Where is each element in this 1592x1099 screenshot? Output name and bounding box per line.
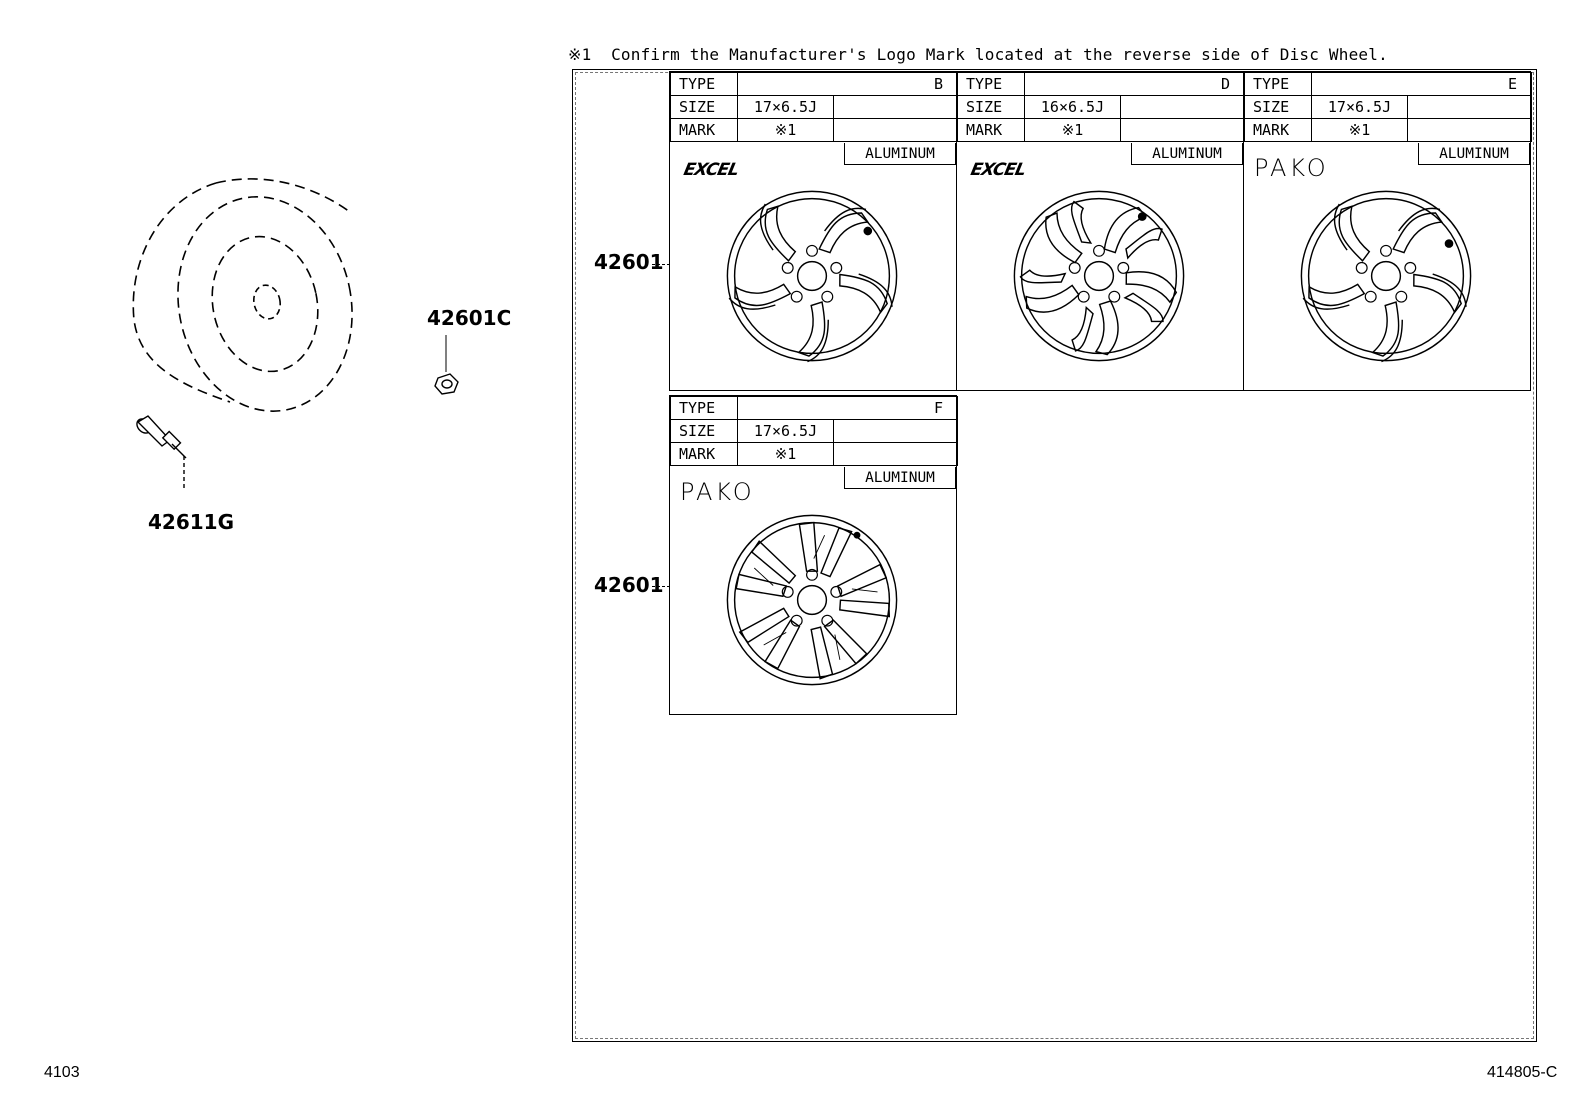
mark-value: ※1 <box>1311 118 1408 142</box>
part-number-valve: 42611G <box>148 510 234 534</box>
wheel-design-b-icon <box>726 190 898 365</box>
type-label: TYPE <box>670 396 738 420</box>
mark-value: ※1 <box>737 118 834 142</box>
wheel-design-f-icon <box>726 514 899 687</box>
mark-label: MARK <box>957 118 1025 142</box>
wheel-design-e-icon <box>1300 190 1472 365</box>
wheel-types-frame <box>572 69 1537 1042</box>
footer-right-code: 414805-C <box>1487 1064 1558 1081</box>
part-number-nut: 42601C <box>427 306 512 330</box>
leader-line-row2 <box>652 586 670 587</box>
nut-icon <box>434 335 459 395</box>
mark-value: ※1 <box>1024 118 1121 142</box>
material-label: ALUMINUM <box>844 143 956 165</box>
manufacturer-logo: PAKO <box>1254 154 1329 182</box>
size-label: SIZE <box>1244 95 1312 119</box>
type-value: D <box>1024 72 1245 96</box>
manufacturer-logo: EXCEL <box>968 160 1028 180</box>
manufacturer-logo: PAKO <box>680 478 755 506</box>
manufacturer-logo: EXCEL <box>681 160 741 180</box>
footer-left-code: 4103 <box>44 1064 80 1081</box>
type-label: TYPE <box>1244 72 1312 96</box>
size-value: 16×6.5J <box>1024 95 1121 119</box>
material-label: ALUMINUM <box>1418 143 1530 165</box>
leader-line-row1 <box>652 264 670 265</box>
size-value: 17×6.5J <box>737 95 834 119</box>
reference-note: ※1 Confirm the Manufacturer's Logo Mark … <box>568 45 1388 64</box>
material-label: ALUMINUM <box>1131 143 1243 165</box>
mark-value: ※1 <box>737 442 834 466</box>
material-label: ALUMINUM <box>844 467 956 489</box>
size-label: SIZE <box>670 95 738 119</box>
part-number-wheel-row1: 42601 <box>594 250 664 274</box>
type-value: B <box>737 72 958 96</box>
mark-label: MARK <box>1244 118 1312 142</box>
type-label: TYPE <box>957 72 1025 96</box>
valve-stem-icon <box>136 415 187 488</box>
wheel-design-d-icon <box>1009 190 1185 366</box>
wheel-assembly-drawing <box>132 178 459 488</box>
size-label: SIZE <box>957 95 1025 119</box>
mark-label: MARK <box>670 118 738 142</box>
size-value: 17×6.5J <box>737 419 834 443</box>
type-value: E <box>1311 72 1532 96</box>
size-value: 17×6.5J <box>1311 95 1408 119</box>
type-label: TYPE <box>670 72 738 96</box>
part-number-wheel-row2: 42601 <box>594 573 664 597</box>
mark-label: MARK <box>670 442 738 466</box>
size-label: SIZE <box>670 419 738 443</box>
type-value: F <box>737 396 958 420</box>
